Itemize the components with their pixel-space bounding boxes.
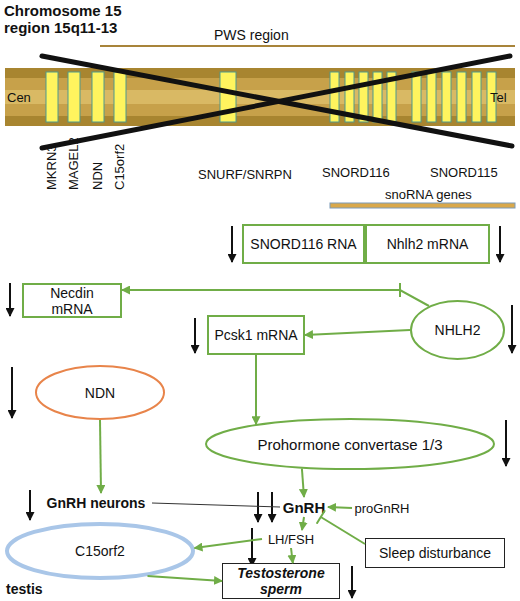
end-label: Tel (490, 90, 507, 105)
node-body: C15orf2 (5, 522, 195, 580)
node-body: NHLH2 (410, 300, 505, 360)
node-text: Testosterone sperm (227, 565, 335, 597)
node-body: LH/FSH (262, 530, 320, 548)
node-text: Sleep disturbance (379, 545, 491, 561)
tissue-oval: C15orf2 (5, 522, 195, 580)
node-text: NDN (85, 385, 115, 401)
process-box: Pcsk1 mRNA (207, 315, 305, 355)
chromosome-band (5, 68, 515, 126)
node-body: Sleep disturbance (366, 539, 504, 567)
process-box: Necdin mRNA (22, 283, 122, 318)
region-label: PWS region (214, 28, 289, 43)
gene-label: SNORD115 (430, 165, 498, 180)
node-text: Pcsk1 mRNA (214, 327, 297, 343)
oval-outline (206, 419, 494, 469)
enzyme-oval: Prohormone convertase 1/3 (205, 418, 495, 470)
node-body: GnRH neurons (40, 493, 152, 513)
node-body: Necdin mRNA (24, 285, 120, 316)
node-text: C15orf2 (75, 543, 125, 559)
connector-arrow (321, 517, 365, 544)
hormone-label: LH/FSH (262, 530, 320, 548)
protein-oval: NDN (35, 365, 165, 420)
inhibition-bar (399, 283, 401, 297)
diagram-title: Chromosome 15 region 15q11-13 (4, 2, 132, 36)
connector-arrow (291, 548, 293, 563)
gene-label: SNORD116 (322, 165, 390, 180)
node-body: NDN (35, 365, 165, 420)
node-text: Prohormone convertase 1/3 (257, 436, 442, 453)
node-text: Necdin mRNA (28, 285, 116, 317)
gene-label: C15orf2 (112, 144, 127, 190)
precursor-label: proGnRH (352, 499, 412, 517)
connector-arrow (148, 576, 223, 581)
oval-outline (7, 524, 193, 578)
oval-outline (36, 366, 164, 419)
cluster-label: snoRNA genes (385, 187, 472, 202)
node-text: LH/FSH (268, 532, 314, 547)
node-text: GnRH neurons (47, 495, 146, 511)
connector-arrow (302, 517, 304, 530)
end-label: Cen (7, 90, 31, 105)
gene-label: NDN (90, 162, 105, 190)
process-box: SNORD116 RNA (242, 224, 365, 264)
connector-arrow (255, 355, 257, 424)
tissue-label: testis (6, 582, 43, 597)
connector-arrow (328, 507, 352, 508)
node-text: GnRH (283, 499, 326, 516)
cell-label: GnRH neurons (40, 493, 152, 513)
process-box: Nhlh2 mRNA (365, 224, 490, 264)
node-text: NHLH2 (435, 322, 481, 338)
connector-arrow (305, 330, 410, 335)
node-body: GnRH (280, 497, 328, 517)
region-line (100, 45, 515, 47)
node-body: Pcsk1 mRNA (209, 317, 303, 353)
gene-label: MKRN3 (44, 144, 59, 190)
condition-box: Sleep disturbance (365, 538, 505, 568)
protein-oval: NHLH2 (410, 300, 505, 360)
outcome-box: Testosterone sperm (222, 563, 340, 599)
node-body: Prohormone convertase 1/3 (205, 418, 495, 470)
node-text: proGnRH (355, 501, 410, 516)
node-body: Testosterone sperm (223, 564, 339, 598)
gene-label: MAGEL2 (66, 137, 81, 190)
hormone-label: GnRH (280, 497, 328, 517)
node-body: Nhlh2 mRNA (367, 226, 488, 262)
node-body: proGnRH (352, 499, 412, 517)
node-text: SNORD116 RNA (250, 236, 356, 252)
oval-outline (411, 301, 504, 359)
node-body: SNORD116 RNA (244, 226, 363, 262)
connector-arrow (195, 539, 263, 548)
gene-label: SNURF/SNRPN (198, 167, 292, 182)
deletion-cross (42, 56, 512, 148)
connector-arrow (302, 469, 304, 498)
connector-arrow (122, 290, 429, 306)
node-text: Nhlh2 mRNA (387, 236, 469, 252)
connector-arrow (100, 420, 101, 493)
connector-arrow (152, 503, 280, 507)
snorna-bar (330, 203, 515, 208)
